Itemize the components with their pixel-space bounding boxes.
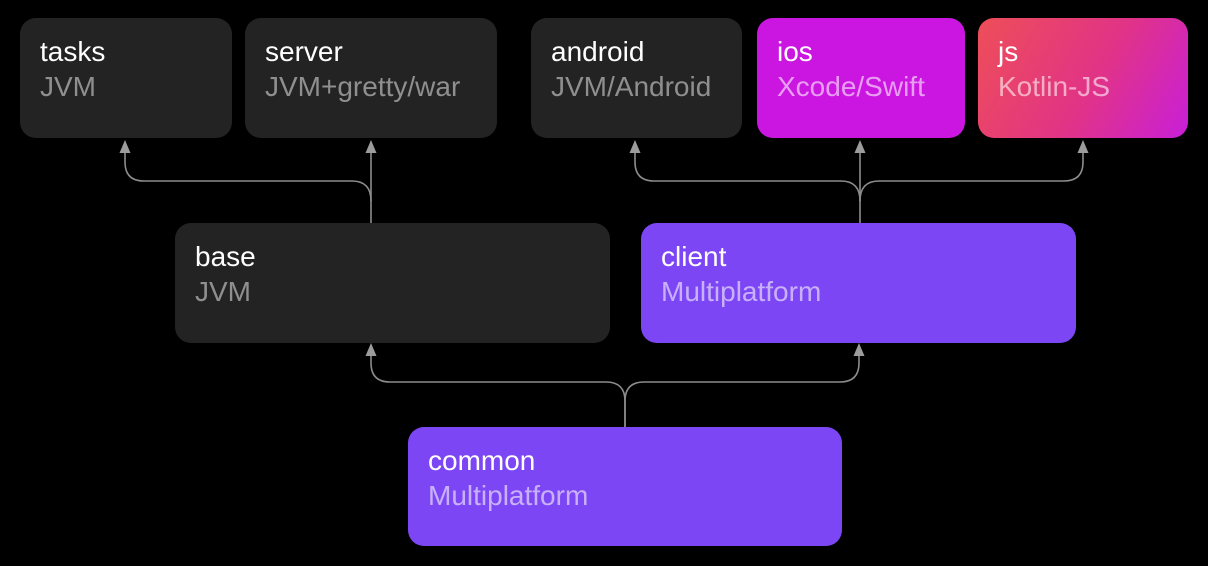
connector-client-android [634, 152, 861, 202]
node-android-subtitle: JVM/Android [551, 71, 712, 102]
node-ios[interactable]: ios Xcode/Swift [757, 18, 965, 138]
node-tasks-subtitle: JVM [40, 71, 96, 102]
connector-common-base [370, 355, 626, 428]
node-client-subtitle: Multiplatform [661, 276, 822, 307]
node-android[interactable]: android JVM/Android [531, 18, 742, 138]
arrowhead-ios [854, 140, 866, 153]
node-common-subtitle: Multiplatform [428, 480, 589, 511]
node-ios-subtitle: Xcode/Swift [777, 71, 925, 102]
node-server-title: server [265, 36, 343, 67]
node-js[interactable]: js Kotlin-JS [978, 18, 1188, 138]
node-ios-title: ios [777, 36, 813, 67]
node-common[interactable]: common Multiplatform [408, 427, 842, 546]
connector-base-tasks [124, 152, 372, 202]
node-server-subtitle: JVM+gretty/war [265, 71, 461, 102]
connector-common-client [624, 355, 860, 428]
arrowhead-server [365, 140, 377, 153]
node-base[interactable]: base JVM [175, 223, 610, 343]
node-client-title: client [661, 241, 727, 272]
node-tasks[interactable]: tasks JVM [20, 18, 232, 138]
node-common-title: common [428, 445, 536, 476]
node-tasks-title: tasks [40, 36, 106, 67]
arrowhead-android [629, 140, 641, 153]
node-android-title: android [551, 36, 645, 67]
arrowhead-base [365, 343, 377, 356]
node-base-subtitle: JVM [195, 276, 251, 307]
arrowhead-js [1077, 140, 1089, 153]
node-client[interactable]: client Multiplatform [641, 223, 1076, 343]
connector-client-js [859, 152, 1084, 202]
node-js-title: js [998, 36, 1019, 67]
node-base-title: base [195, 241, 256, 272]
node-server[interactable]: server JVM+gretty/war [245, 18, 497, 138]
node-js-subtitle: Kotlin-JS [998, 71, 1111, 102]
arrowhead-tasks [119, 140, 131, 153]
arrowhead-client [853, 343, 865, 356]
